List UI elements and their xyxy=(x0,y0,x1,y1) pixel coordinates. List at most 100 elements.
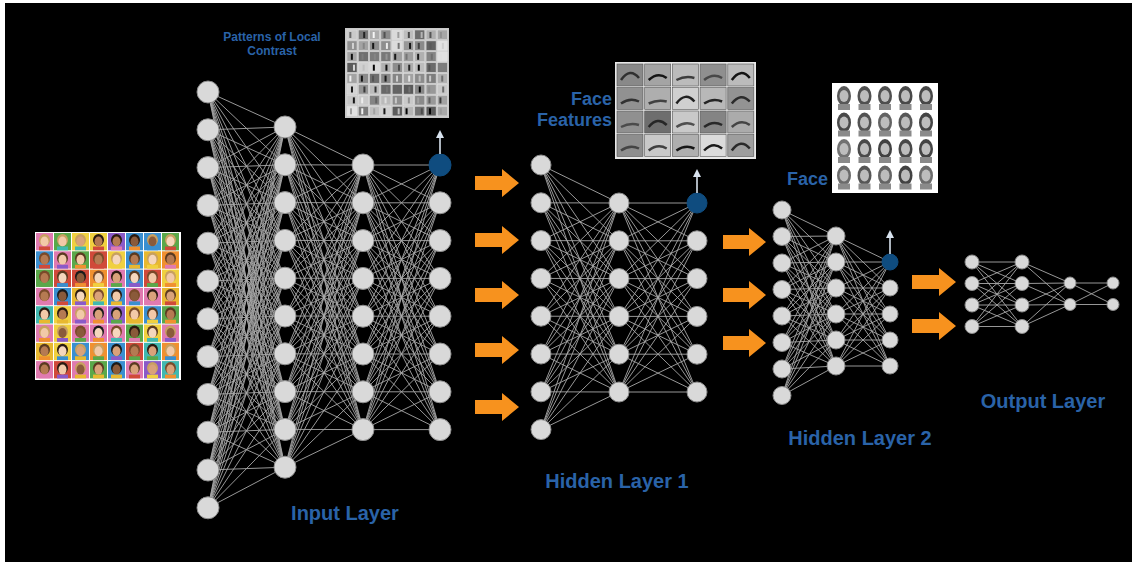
photo-hair xyxy=(129,326,140,338)
neuron-link xyxy=(208,240,285,507)
face-hair xyxy=(878,86,892,106)
neuron xyxy=(352,192,374,214)
photo-hair xyxy=(165,234,176,246)
feature-tile xyxy=(645,88,671,110)
neuron xyxy=(352,381,374,403)
photo-tile xyxy=(126,306,143,323)
neuron-link xyxy=(363,165,440,203)
feature-tile xyxy=(645,64,671,86)
feature-tile xyxy=(617,64,643,86)
photo-shirt xyxy=(75,356,86,360)
photo-shirt xyxy=(39,356,50,360)
photo-tile xyxy=(162,306,179,323)
filter-tile xyxy=(392,63,402,73)
neuron-link xyxy=(782,236,836,369)
output-arrow-head xyxy=(436,130,444,138)
neuron-link xyxy=(363,316,440,429)
filter-stroke xyxy=(350,108,352,114)
photo-tile xyxy=(72,288,89,305)
photo-shirt xyxy=(75,247,86,251)
neuron-link xyxy=(285,127,363,316)
neuron-link xyxy=(541,203,619,241)
photo-hair xyxy=(111,271,122,283)
neuron-link xyxy=(836,288,890,366)
neuron-link xyxy=(619,203,697,354)
photo-hair xyxy=(165,326,176,338)
feature-tile xyxy=(700,135,726,157)
photo-shirt xyxy=(165,247,176,251)
neuron-link xyxy=(1070,283,1113,305)
photo-hair xyxy=(39,234,50,246)
photo-face xyxy=(131,237,139,247)
filter-tile xyxy=(415,85,425,95)
photo-tile xyxy=(90,361,107,378)
face-shape xyxy=(881,90,890,102)
neuron xyxy=(687,231,707,251)
photo-face xyxy=(149,310,157,320)
filter-tile xyxy=(437,85,447,95)
filter-stroke xyxy=(395,87,397,93)
filter-stroke xyxy=(398,65,400,71)
neuron xyxy=(609,306,629,326)
photo-tile xyxy=(54,306,71,323)
feature-curve xyxy=(649,121,667,127)
photo-face xyxy=(167,255,175,265)
neuron xyxy=(687,344,707,364)
photo-shirt xyxy=(57,265,68,269)
photo-tile xyxy=(108,288,125,305)
photo-tile xyxy=(54,251,71,268)
filter-stroke xyxy=(373,65,375,71)
filter-stroke xyxy=(429,76,431,82)
filter-stroke xyxy=(440,32,442,38)
neuron xyxy=(352,230,374,252)
filter-tile xyxy=(426,41,436,51)
photo-face xyxy=(131,310,139,320)
face-shoulders xyxy=(920,104,932,110)
photo-hair xyxy=(165,289,176,301)
photo-face xyxy=(113,328,121,338)
filter-stroke xyxy=(375,97,377,103)
filter-stroke xyxy=(419,87,421,93)
neuron-link xyxy=(619,203,697,241)
feature-curve xyxy=(621,124,639,127)
photo-shirt xyxy=(165,265,176,269)
neuron xyxy=(773,387,791,405)
filter-stroke xyxy=(429,108,431,114)
filter-stroke xyxy=(385,65,387,71)
photo-hair xyxy=(75,362,86,374)
neuron-link xyxy=(208,92,285,127)
photo-shirt xyxy=(129,247,140,251)
filter-tile xyxy=(415,30,425,40)
face-hair xyxy=(837,139,851,159)
neuron-link xyxy=(285,165,363,278)
filter-stroke xyxy=(408,97,410,103)
neuron-link xyxy=(363,165,440,354)
photo-shirt xyxy=(165,301,176,305)
feature-tile xyxy=(672,88,698,110)
neuron-link xyxy=(782,314,836,396)
filter-stroke xyxy=(440,54,442,60)
photo-hair xyxy=(129,289,140,301)
neuron-link xyxy=(208,165,285,508)
neuron-link xyxy=(208,203,285,508)
neuron-link xyxy=(619,203,697,279)
face-shoulders xyxy=(838,131,850,137)
photo-shirt xyxy=(57,375,68,379)
filter-tile xyxy=(404,41,414,51)
neuron-link xyxy=(363,165,440,354)
photo-shirt xyxy=(93,356,104,360)
filter-tile xyxy=(404,106,414,116)
face-shape xyxy=(860,117,869,129)
filter-tile xyxy=(437,95,447,105)
neuron-link xyxy=(619,241,697,392)
neuron xyxy=(1015,298,1029,312)
filter-tile xyxy=(426,85,436,95)
photo-hair xyxy=(39,344,50,356)
face-shape xyxy=(922,143,931,155)
neuron xyxy=(197,232,219,254)
photo-face xyxy=(95,310,103,320)
photo-shirt xyxy=(111,320,122,324)
photo-tile xyxy=(90,288,107,305)
filter-tile xyxy=(415,41,425,51)
photo-hair xyxy=(93,362,104,374)
